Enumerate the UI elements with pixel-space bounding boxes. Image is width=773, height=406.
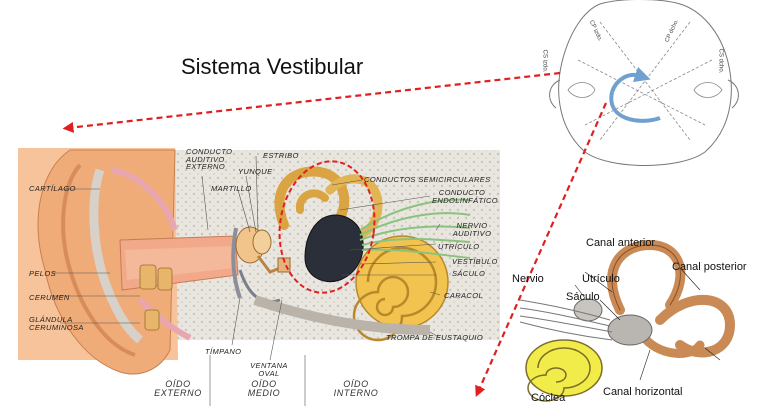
label-pelos: Pelos — [29, 269, 57, 278]
label-utriculo: Utrículo — [438, 242, 480, 251]
label-conducto-auditivo: Conducto auditivo externo — [186, 147, 233, 171]
label-trompa-eustaquio: Trompa de Eustaquio — [386, 333, 484, 342]
label-conductos-semicirculares: Conductos semicirculares — [364, 175, 491, 184]
label-conducto-endolinfatico: Conducto endolinfático — [432, 188, 499, 205]
ossicles — [235, 226, 291, 274]
label-ventana-oval: Ventana oval — [250, 361, 288, 378]
label-martillo: Martillo — [211, 184, 252, 193]
label-saculo-lab: Sáculo — [566, 291, 600, 303]
label-estribo: Estribo — [263, 151, 299, 160]
label-canal-anterior: Canal anterior — [586, 237, 656, 249]
label-saculo: Sáculo — [452, 269, 486, 278]
label-caracol: Caracol — [444, 291, 484, 300]
arrow-to-labyrinth — [475, 102, 608, 398]
label-canal-horizontal: Canal horizontal — [603, 386, 683, 398]
label-nervio-auditivo: Nervio auditivo — [452, 221, 492, 238]
vestibular-highlight-ellipse — [278, 160, 376, 294]
labyrinth-illustration — [519, 239, 736, 402]
label-cs-izq: CS izdo. — [541, 49, 548, 73]
label-cs-dcho: CS dcho. — [717, 48, 724, 74]
page-title: Sistema Vestibular — [181, 54, 364, 79]
ear-anatomy-illustration — [18, 134, 500, 406]
arrow-to-ear — [62, 71, 561, 133]
label-oido-medio: Oído medio — [247, 379, 281, 398]
red-arrows — [62, 71, 608, 398]
label-coclea: Cóclea — [531, 392, 566, 404]
label-canal-posterior: Canal posterior — [672, 261, 747, 273]
label-oido-externo: Oído externo — [154, 379, 202, 398]
label-cartilago: Cartílago — [29, 184, 76, 193]
label-oido-interno: Oído interno — [333, 379, 379, 398]
label-utriculo-lab: Utrículo — [582, 273, 620, 285]
label-nervio: Nervio — [512, 273, 544, 285]
label-cerumen: Cerumen — [29, 293, 70, 302]
head-top-view — [549, 0, 739, 166]
label-glandula-ceruminosa: Glándula ceruminosa — [29, 315, 84, 332]
label-timpano: Tímpano — [205, 347, 242, 356]
label-vestibulo: Vestíbulo — [452, 257, 498, 266]
label-yunque: Yunque — [238, 167, 273, 176]
